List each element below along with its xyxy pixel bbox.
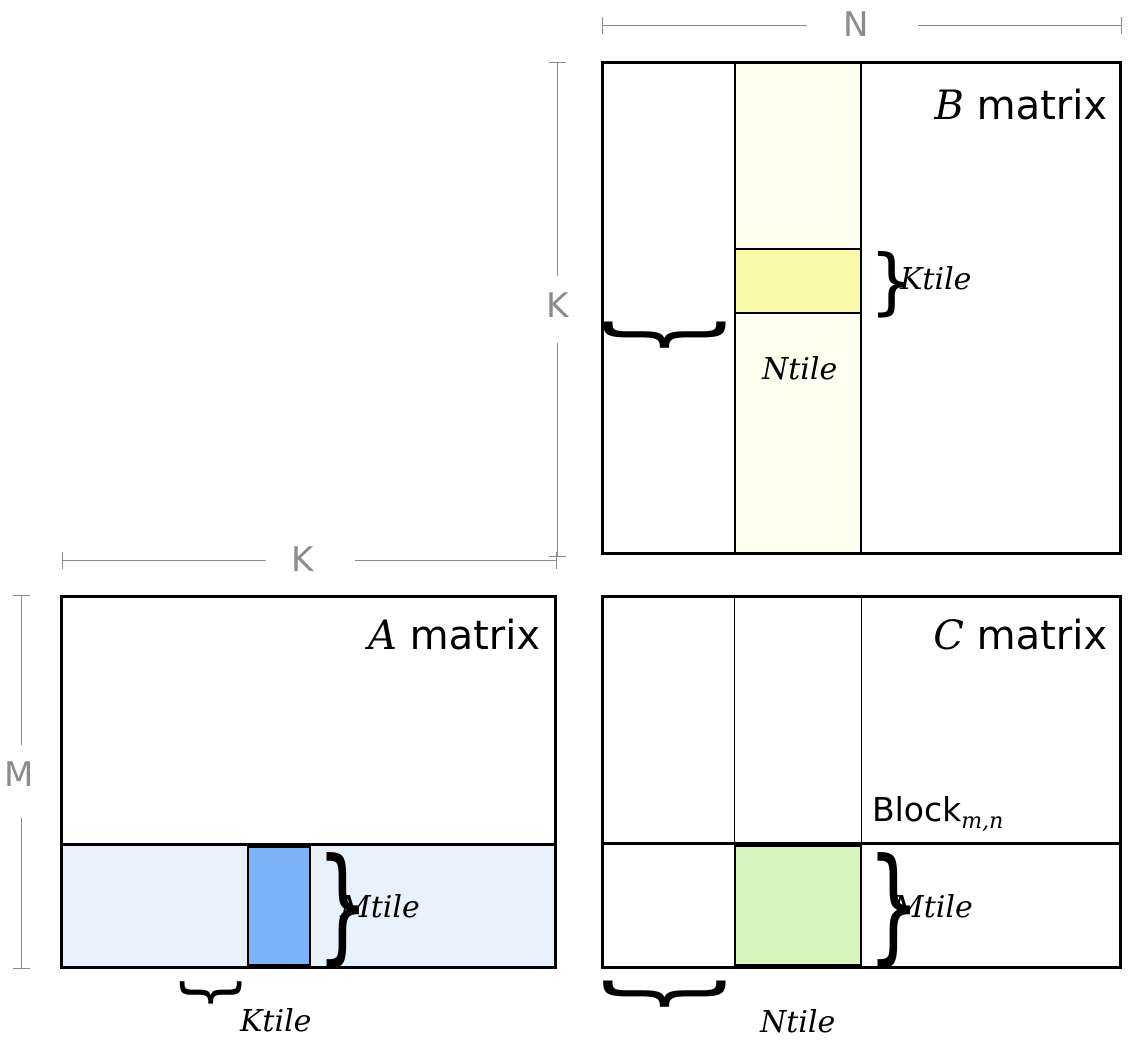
- k-horizontal-ruler-right-cap: [556, 552, 557, 569]
- c-matrix-mtile-brace: }: [867, 830, 921, 978]
- c-matrix-caption: C matrix: [933, 616, 1107, 656]
- k-vertical-dimension-label: K: [546, 286, 569, 326]
- a-matrix-caption: A matrix: [368, 616, 540, 656]
- c-matrix-divider-left-upper: [734, 598, 735, 843]
- m-dimension-label: M: [4, 755, 34, 795]
- b-matrix-tile: [734, 248, 862, 314]
- c-matrix-block-label: Blockm,n: [872, 793, 1003, 833]
- a-matrix-row-divider: [63, 843, 554, 846]
- m-ruler-lower-line: [21, 818, 22, 969]
- c-matrix-ntile-brace: }: [591, 972, 746, 1016]
- b-matrix-name-variable: B: [934, 83, 964, 129]
- c-matrix: C matrix Blockm,n: [601, 595, 1122, 969]
- c-matrix-mtile-label: Mtile: [893, 890, 973, 925]
- m-ruler-upper-line: [21, 595, 22, 745]
- c-matrix-block-label-base: Block: [872, 790, 962, 829]
- k-horizontal-ruler-left-line: [62, 560, 266, 561]
- b-matrix-caption: B matrix: [934, 86, 1107, 126]
- c-matrix-name-suffix: matrix: [963, 613, 1107, 659]
- k-vertical-ruler-lower-line: [557, 343, 558, 556]
- k-vertical-ruler-upper-line: [557, 62, 558, 276]
- c-matrix-tile: [734, 845, 862, 966]
- c-matrix-name-variable: C: [933, 613, 964, 659]
- c-matrix-ntile-label: Ntile: [760, 1005, 836, 1040]
- n-ruler-right-cap: [1121, 17, 1122, 34]
- k-horizontal-ruler-right-line: [355, 560, 557, 561]
- a-matrix-tile: [247, 846, 311, 966]
- b-matrix-ntile-label: Ntile: [762, 352, 838, 387]
- c-matrix-block-label-subscript: m,n: [961, 809, 1004, 835]
- a-matrix-mtile-brace: }: [316, 830, 370, 978]
- c-matrix-divider-right-upper: [861, 598, 862, 843]
- k-vertical-ruler-bottom-cap: [549, 556, 566, 557]
- b-matrix-ntile-brace: }: [591, 313, 746, 357]
- a-matrix-mtile-label: Mtile: [340, 890, 420, 925]
- k-horizontal-dimension-label: K: [291, 540, 314, 580]
- b-matrix-name-suffix: matrix: [963, 83, 1107, 129]
- a-matrix-ktile-label: Ktile: [240, 1004, 312, 1039]
- b-matrix-ktile-label: Ktile: [900, 262, 972, 297]
- c-matrix-row-divider: [604, 842, 1119, 845]
- n-ruler-right-line: [918, 25, 1122, 26]
- b-matrix-ktile-brace: }: [869, 239, 915, 323]
- a-matrix: A matrix: [60, 595, 557, 969]
- a-matrix-name-suffix: matrix: [396, 613, 540, 659]
- n-dimension-label: N: [843, 5, 869, 45]
- m-ruler-bottom-cap: [13, 968, 30, 969]
- a-matrix-name-variable: A: [368, 613, 397, 659]
- n-ruler-left-line: [602, 25, 807, 26]
- b-matrix: B matrix: [601, 61, 1122, 555]
- a-matrix-ktile-brace: }: [174, 974, 253, 1011]
